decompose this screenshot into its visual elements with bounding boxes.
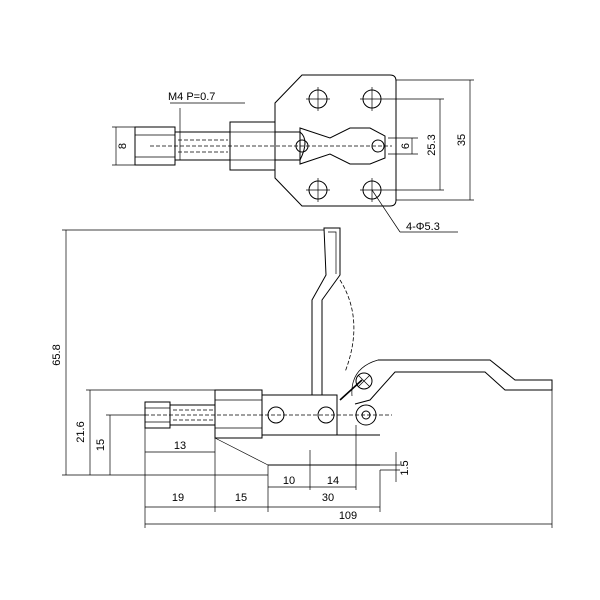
dim-19-label: 19 [172, 492, 184, 504]
hold-down-arm [354, 359, 553, 405]
dim-14-label: 14 [327, 475, 339, 487]
dim-6-label: 6 [400, 143, 412, 149]
dim-8-label: 8 [117, 143, 129, 149]
dim-65-8-label: 65.8 [51, 344, 63, 365]
dim-1-5: 1.5 [380, 452, 411, 482]
hole-note: 4-Φ5.3 [371, 189, 458, 233]
hole-note-label: 4-Φ5.3 [406, 221, 440, 233]
dim-65-8: 65.8 [51, 229, 324, 476]
dim-21-6-label: 21.6 [75, 421, 87, 442]
dim-10-label: 10 [283, 475, 295, 487]
thread-note: M4 P=0.7 [168, 91, 215, 103]
dim-13-label: 13 [174, 440, 186, 452]
dim-8: 8 [112, 126, 135, 166]
side-view: 65.8 21.6 15 13 1.5 [51, 227, 553, 528]
dim-30-label: 30 [322, 492, 334, 504]
dim-15-h-label: 15 [235, 492, 247, 504]
dim-19-15-30: 19 15 30 [145, 470, 381, 512]
dim-6: 6 [388, 137, 418, 155]
dim-15-v-label: 15 [95, 439, 107, 451]
dim-1-5-label: 1.5 [399, 460, 411, 475]
dim-109-label: 109 [339, 510, 357, 522]
dim-25-3: 25.3 [384, 98, 444, 191]
dim-35-label: 35 [456, 134, 468, 146]
dim-15-vertical: 15 [95, 414, 145, 475]
dim-109: 109 [144, 390, 553, 528]
plunger-top [134, 108, 392, 171]
dim-25-3-label: 25.3 [426, 134, 438, 155]
dim-35: 35 [396, 79, 474, 201]
dim-13: 13 [144, 428, 216, 512]
dim-10-14: 10 14 [267, 425, 357, 512]
dim-21-6: 21.6 [75, 389, 215, 475]
top-view: 8 M4 P=0.7 6 25.3 35 4-Φ [112, 74, 474, 233]
